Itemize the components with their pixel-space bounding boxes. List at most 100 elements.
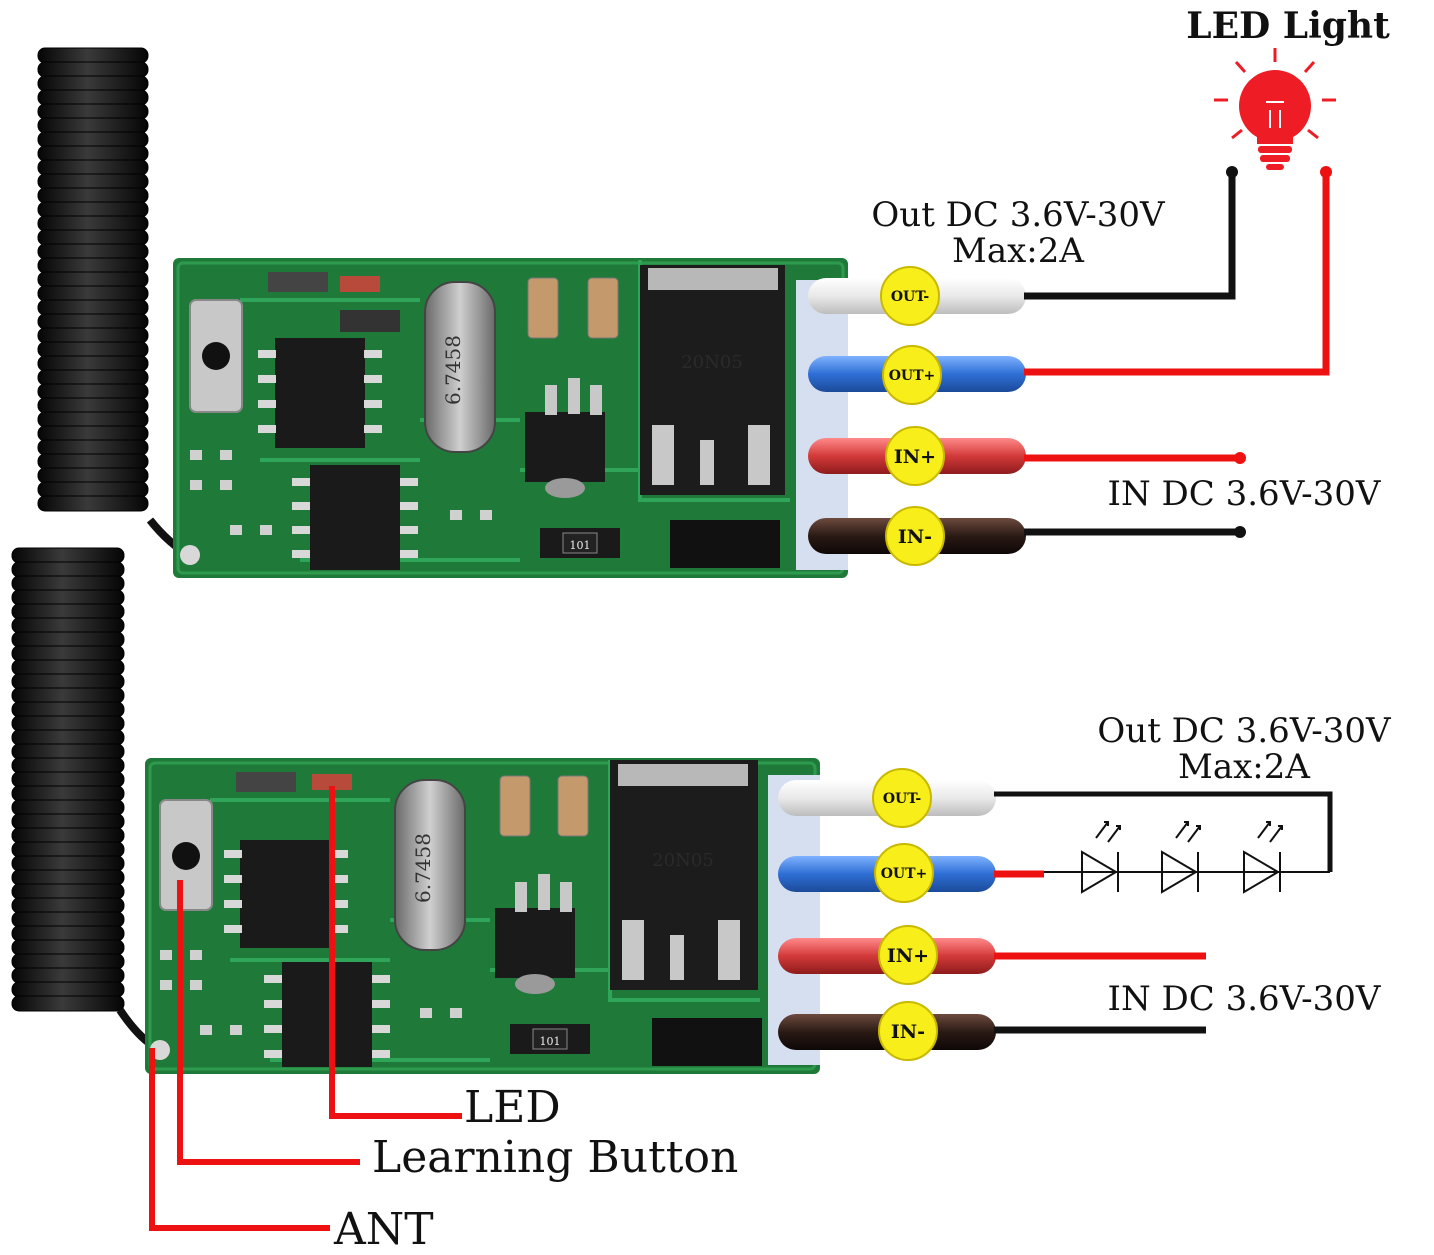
top-terminal-out-plus: OUT+ — [882, 345, 942, 405]
antenna-coil-loop — [37, 89, 149, 106]
top-pcb: 6.7458 20N05 101 — [173, 258, 848, 578]
antenna-coil-loop — [11, 687, 125, 704]
top-mosfet-marking: 20N05 — [681, 352, 743, 373]
bottom-terminal-in-plus: IN+ — [878, 925, 938, 985]
bottom-terminal-out-minus: OUT- — [872, 768, 932, 828]
top-terminal-in-minus: IN- — [885, 506, 945, 566]
antenna-coil-loop — [11, 953, 125, 970]
antenna-coil-loop — [11, 757, 125, 774]
led-diode-icon — [1081, 821, 1121, 894]
antenna-coil-loop — [11, 981, 125, 998]
antenna-coil-loop — [11, 869, 125, 886]
antenna-coil-loop — [37, 215, 149, 232]
top-terminal-in-plus: IN+ — [885, 426, 945, 486]
top-out-label-line2: Max:2A — [952, 231, 1084, 271]
antenna-coil-loop — [11, 813, 125, 830]
top-terminal-out-minus: OUT- — [880, 266, 940, 326]
bottom-terminal-out-plus: OUT+ — [874, 843, 934, 903]
antenna-coil-loop — [11, 589, 125, 606]
terminal-label: OUT+ — [881, 866, 928, 882]
antenna-coil-loop — [37, 425, 149, 442]
antenna-coil-loop — [37, 187, 149, 204]
antenna-coil-loop — [37, 495, 149, 512]
terminal-label: OUT- — [883, 791, 922, 807]
antenna-coil-loop — [11, 855, 125, 872]
antenna-coil-loop — [11, 729, 125, 746]
callout-led: LED — [464, 1082, 561, 1133]
antenna-coil-loop — [37, 257, 149, 274]
bottom-pcb: 6.7458 20N05 101 — [145, 758, 820, 1074]
antenna-coil-loop — [37, 243, 149, 260]
antenna-coil-loop — [37, 131, 149, 148]
antenna-coil-loop — [11, 617, 125, 634]
bottom-in-label: IN DC 3.6V-30V — [1108, 979, 1382, 1019]
antenna-coil-loop — [11, 631, 125, 648]
top-resistor-marking: 101 — [570, 539, 591, 552]
antenna-coil-loop — [11, 883, 125, 900]
led-light-label: LED Light — [1186, 5, 1390, 47]
antenna-coil-loop — [11, 701, 125, 718]
antenna-coil-loop — [11, 785, 125, 802]
top-antenna-coil — [37, 47, 149, 512]
terminal-label: IN+ — [894, 446, 936, 468]
antenna-coil-loop — [11, 925, 125, 942]
led-bulb-icon — [1214, 48, 1336, 170]
terminal-label: IN- — [898, 526, 932, 548]
antenna-coil-loop — [37, 299, 149, 316]
antenna-coil-loop — [11, 645, 125, 662]
antenna-coil-loop — [37, 103, 149, 120]
antenna-coil-loop — [11, 939, 125, 956]
top-out-label-line1: Out DC 3.6V-30V — [871, 195, 1166, 235]
antenna-coil-loop — [37, 271, 149, 288]
top-output-lines — [1024, 174, 1330, 536]
bottom-status-led — [312, 774, 352, 790]
led-diode-icon — [1161, 821, 1201, 894]
antenna-coil-loop — [37, 355, 149, 372]
antenna-coil-loop — [37, 159, 149, 176]
antenna-coil-loop — [37, 467, 149, 484]
top-in-label: IN DC 3.6V-30V — [1108, 474, 1382, 514]
antenna-coil-loop — [11, 995, 125, 1012]
antenna-coil-loop — [11, 659, 125, 676]
antenna-coil-loop — [37, 327, 149, 344]
antenna-coil-loop — [11, 799, 125, 816]
antenna-coil-loop — [37, 285, 149, 302]
antenna-coil-loop — [37, 411, 149, 428]
antenna-coil-loop — [37, 61, 149, 78]
antenna-coil-loop — [37, 397, 149, 414]
antenna-coil-loop — [37, 145, 149, 162]
antenna-coil-loop — [11, 897, 125, 914]
bottom-output-lines — [994, 791, 1333, 1034]
antenna-coil-loop — [37, 383, 149, 400]
antenna-coil-loop — [37, 173, 149, 190]
antenna-coil-loop — [37, 229, 149, 246]
antenna-coil-loop — [37, 201, 149, 218]
antenna-coil-loop — [37, 47, 149, 64]
bottom-crystal-marking: 6.7458 — [411, 833, 435, 903]
bottom-antenna-coil — [11, 547, 125, 1012]
antenna-coil-loop — [11, 603, 125, 620]
terminal-label: IN+ — [887, 945, 929, 967]
antenna-coil-loop — [11, 715, 125, 732]
top-crystal-marking: 6.7458 — [441, 335, 465, 405]
bottom-terminal-in-minus: IN- — [878, 1001, 938, 1061]
antenna-coil-loop — [37, 453, 149, 470]
antenna-coil-loop — [11, 771, 125, 788]
antenna-coil-loop — [11, 911, 125, 928]
callout-leaders — [149, 786, 462, 1231]
antenna-coil-loop — [37, 75, 149, 92]
bottom-resistor-marking: 101 — [540, 1035, 561, 1048]
antenna-coil-loop — [11, 827, 125, 844]
antenna-coil-loop — [11, 673, 125, 690]
antenna-coil-loop — [37, 117, 149, 134]
antenna-coil-loop — [11, 547, 125, 564]
top-module: 6.7458 20N05 101 — [37, 5, 1390, 578]
antenna-coil-loop — [11, 841, 125, 858]
antenna-coil-loop — [37, 369, 149, 386]
bottom-module: 6.7458 20N05 101 — [11, 547, 1392, 1255]
antenna-coil-loop — [11, 967, 125, 984]
bottom-out-label-line2: Max:2A — [1178, 747, 1310, 787]
antenna-coil-loop — [37, 481, 149, 498]
